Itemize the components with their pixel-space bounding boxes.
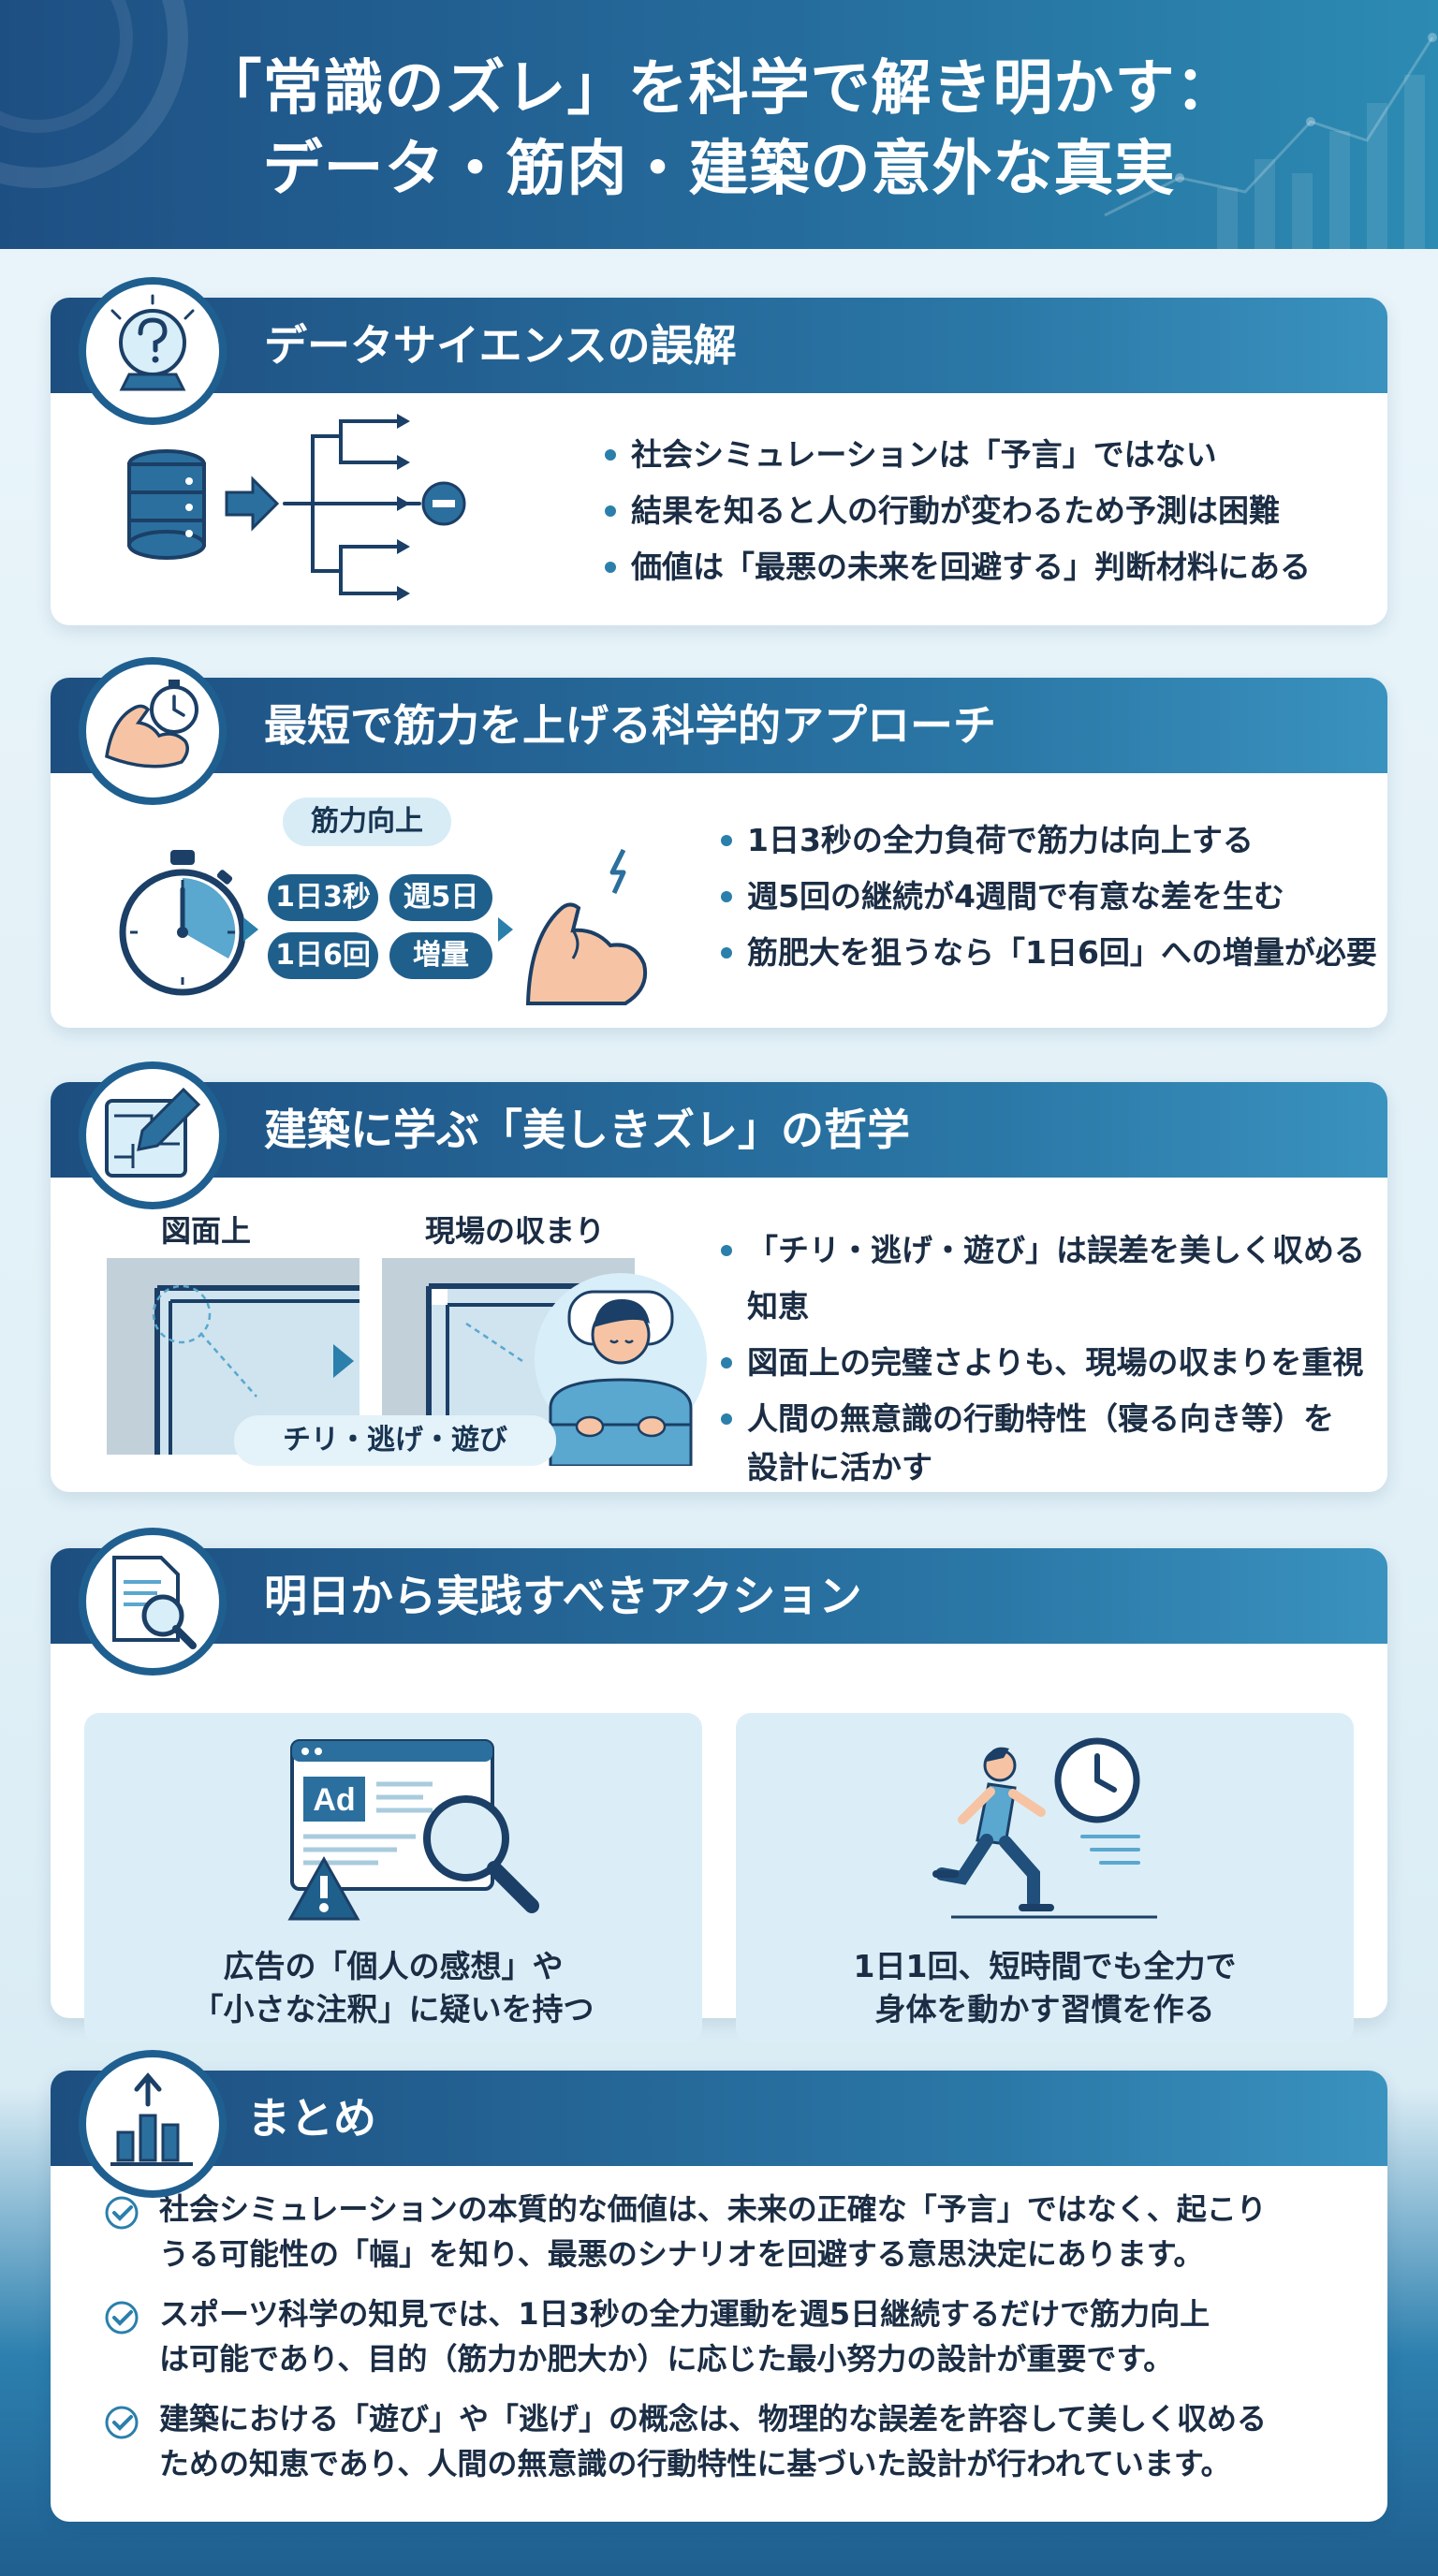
blueprint-icon	[79, 1061, 227, 1209]
arrow-right-icon	[333, 1344, 354, 1378]
action-line: 身体を動かす習慣を作る	[874, 1991, 1215, 2027]
list-item: 価値は「最悪の未来を回避する」判断材料にある	[605, 539, 1311, 595]
section-strength: 最短で筋力を上げる科学的アプローチ 筋力向上 1日3秒 週5日 1日6回 増量	[51, 657, 1387, 1028]
summary-line: 社会シミュレーションの本質的な価値は、未来の正確な「予言」ではなく、起こり	[159, 2191, 1267, 2227]
data-branching-diagram	[127, 414, 466, 601]
summary-item: 社会シミュレーションの本質的な価値は、未来の正確な「予言」ではなく、起こり うる…	[103, 2187, 1367, 2276]
section-title: まとめ	[247, 2093, 376, 2144]
section-title: 明日から実践すべきアクション	[264, 1571, 862, 1621]
action-card-exercise: 1日1回、短時間でも全力で 身体を動かす習慣を作る	[736, 1713, 1354, 2042]
section-data-science: データサイエンスの誤解	[51, 277, 1387, 625]
list-item: 図面上の完璧さよりも、現場の収まりを重視	[721, 1335, 1386, 1391]
plan-label: 図面上	[161, 1213, 252, 1249]
section-header-band: 最短で筋力を上げる科学的アプローチ	[51, 678, 1387, 773]
section-header-band: 明日から実践すべきアクション	[51, 1548, 1387, 1644]
arrow-right-icon	[225, 476, 280, 532]
summary-list: 社会シミュレーションの本質的な価値は、未来の正確な「予言」ではなく、起こり うる…	[103, 2187, 1367, 2501]
action-text: 1日1回、短時間でも全力で 身体を動かす習慣を作る	[736, 1945, 1354, 2031]
pill-tag: 1日6回	[268, 932, 378, 979]
section-actions: 明日から実践すべきアクション Ad 広告の「個人の感想」や 「小さな注釈」に疑い…	[51, 1528, 1387, 2042]
running-person-icon	[932, 1737, 1157, 1919]
section-title: 建築に学ぶ「美しきズレ」の哲学	[264, 1105, 910, 1155]
summary-line: は可能であり、目的（筋力か肥大か）に応じた最小努力の設計が重要です。	[159, 2341, 1174, 2377]
list-item: 週5回の継続が4週間で有意な差を生む	[721, 869, 1377, 925]
page-title: 「常識のズレ」を科学で解き明かす： データ・筋肉・建築の意外な真実	[0, 49, 1438, 210]
page-header: 「常識のズレ」を科学で解き明かす： データ・筋肉・建築の意外な真実	[0, 0, 1438, 249]
summary-line: ための知恵であり、人間の無意識の行動特性に基づいた設計が行われています。	[159, 2446, 1231, 2481]
action-line: 1日1回、短時間でも全力で	[853, 1948, 1237, 1984]
summary-item: 建築における「遊び」や「逃げ」の概念は、物理的な誤差を許容して美しく収める ため…	[103, 2396, 1367, 2486]
sleeping-person-icon	[535, 1273, 707, 1466]
list-item: 「チリ・逃げ・遊び」は誤差を美しく収める知恵	[721, 1222, 1386, 1335]
list-item: 社会シミュレーションは「予言」ではない	[605, 427, 1311, 483]
flexed-arm-icon	[525, 848, 647, 1005]
margin-concept-tag: チリ・逃げ・遊び	[234, 1415, 556, 1466]
section-summary: まとめ 社会シミュレーションの本質的な価値は、未来の正確な「予言」ではなく、起こ…	[51, 2050, 1387, 2522]
title-line-2: データ・筋肉・建築の意外な真実	[262, 135, 1176, 204]
document-search-icon	[79, 1528, 227, 1676]
summary-line: 建築における「遊び」や「逃げ」の概念は、物理的な誤差を許容して美しく収める	[159, 2401, 1268, 2437]
list-item: 人間の無意識の行動特性（寝る向き等）を設計に活かす	[721, 1391, 1339, 1492]
section-header-band: 建築に学ぶ「美しきズレ」の哲学	[51, 1082, 1387, 1178]
pill-tag: 1日3秒	[268, 874, 378, 921]
check-circle-icon	[105, 2196, 139, 2230]
bullet-list: 1日3秒の全力負荷で筋力は向上する 週5回の継続が4週間で有意な差を生む 筋肥大…	[721, 812, 1377, 981]
muscle-stopwatch-icon	[79, 657, 227, 805]
section-header-band: まとめ	[51, 2071, 1387, 2166]
arrow-right-icon	[498, 917, 513, 942]
pill-tag: 増量	[389, 932, 492, 979]
section-architecture: 建築に学ぶ「美しきズレ」の哲学 図面上 現場の収まり	[51, 1061, 1387, 1492]
pill-tag: 週5日	[389, 874, 492, 921]
stopwatch-icon	[119, 850, 246, 996]
action-card-ad: Ad 広告の「個人の感想」や 「小さな注釈」に疑いを持つ	[84, 1713, 702, 2042]
database-icon	[127, 449, 206, 560]
list-item: 1日3秒の全力負荷で筋力は向上する	[721, 812, 1377, 869]
bullet-list: 社会シミュレーションは「予言」ではない 結果を知ると人の行動が変わるため予測は困…	[605, 427, 1311, 595]
crystal-ball-icon	[79, 277, 227, 425]
header-decoration	[0, 0, 1437, 249]
site-label: 現場の収まり	[425, 1213, 606, 1249]
bar-chart-arrow-icon	[79, 2050, 227, 2198]
strength-label: 筋力向上	[283, 798, 451, 846]
section-title: 最短で筋力を上げる科学的アプローチ	[264, 700, 996, 751]
check-circle-icon	[105, 2406, 139, 2439]
list-item: 筋肥大を狙うなら「1日6回」への増量が必要	[721, 925, 1377, 981]
ad-label: Ad	[313, 1782, 355, 1818]
summary-item: スポーツ科学の知見では、1日3秒の全力運動を週5日継続するだけで筋力向上 は可能…	[103, 2291, 1367, 2381]
section-header-band: データサイエンスの誤解	[51, 298, 1387, 393]
check-circle-icon	[105, 2301, 139, 2334]
summary-line: スポーツ科学の知見では、1日3秒の全力運動を週5日継続するだけで筋力向上	[159, 2296, 1211, 2332]
ad-warning-icon: Ad	[287, 1739, 539, 1921]
list-item: 結果を知ると人の行動が変わるため予測は困難	[605, 483, 1311, 539]
title-line-1: 「常識のズレ」を科学で解き明かす：	[201, 54, 1237, 124]
summary-line: うる可能性の「幅」を知り、最悪のシナリオを回避する意思決定にあります。	[159, 2236, 1204, 2272]
action-line: 「小さな注釈」に疑いを持つ	[192, 1991, 594, 2027]
action-text: 広告の「個人の感想」や 「小さな注釈」に疑いを持つ	[84, 1945, 702, 2031]
arrow-right-icon	[243, 917, 258, 942]
action-line: 広告の「個人の感想」や	[223, 1948, 564, 1984]
bullet-list: 「チリ・逃げ・遊び」は誤差を美しく収める知恵 図面上の完璧さよりも、現場の収まり…	[721, 1222, 1386, 1492]
section-title: データサイエンスの誤解	[264, 320, 737, 371]
